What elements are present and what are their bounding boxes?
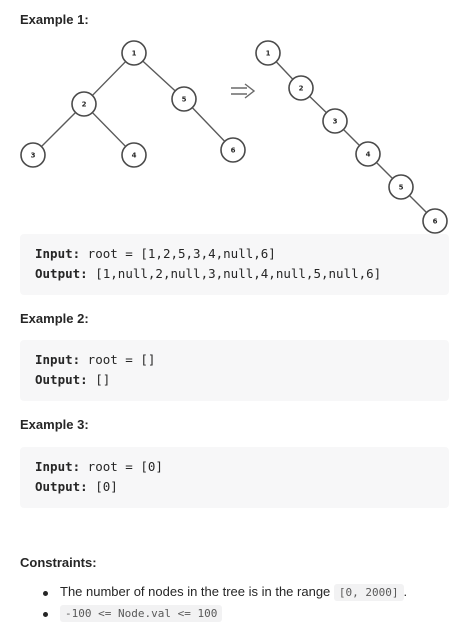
tree-after-edge [275,61,294,80]
tree-before-node-label: 6 [231,147,236,155]
tree-before-node-label: 3 [31,152,36,160]
output-label: Output: [35,372,88,387]
tree-before-node-label: 5 [182,96,187,104]
tree-after-node-label: 5 [399,184,404,192]
tree-after-node: 5 [388,174,414,200]
example-1-tree-figure: 1 2 5 3 4 6 1 2 3 4 5 6 [20,40,448,234]
tree-after-node: 4 [355,141,381,167]
tree-after-node-label: 3 [333,118,338,126]
tree-after-node-label: 4 [366,151,371,159]
tree-before-edge [40,111,77,148]
example-1-heading: Example 1: [20,12,89,27]
tree-after-node: 6 [422,208,448,234]
input-label: Input: [35,459,81,474]
tree-before-edge [91,61,127,96]
tree-after-node-label: 1 [266,50,271,58]
tree-before-node: 1 [121,40,147,66]
tree-before-node: 4 [121,142,147,168]
inline-code: -100 <= Node.val <= 100 [60,605,223,622]
output-value: [] [87,372,111,387]
tree-before-edge [91,112,127,147]
tree-after-node: 2 [288,75,314,101]
input-label: Input: [35,246,81,261]
output-value: [0] [87,479,118,494]
tree-after-node-label: 6 [433,218,438,226]
tree-after-node: 1 [255,40,281,66]
tree-before-node-label: 1 [132,50,137,58]
tree-after-node: 3 [322,108,348,134]
input-value: root = [] [80,352,156,367]
double-arrow-right-icon [231,83,256,99]
inline-code: [0, 2000] [333,584,404,601]
bullet [43,591,48,596]
output-label: Output: [35,266,88,281]
example-2-heading: Example 2: [20,311,89,326]
constraints-heading: Constraints: [20,555,97,570]
output-label: Output: [35,479,88,494]
tree-before-node-label: 2 [82,101,87,109]
input-value: root = [1,2,5,3,4,null,6] [80,246,276,261]
tree-after-edge [309,95,327,114]
example-3-heading: Example 3: [20,417,89,432]
tree-before-node: 5 [171,86,197,112]
tree-before-edge [142,60,176,92]
tree-after-edge [342,128,361,147]
tree-before-node: 3 [20,142,46,168]
output-value: [1,null,2,null,3,null,4,null,5,null,6] [87,266,382,281]
tree-before-node-label: 4 [132,152,137,160]
bullet [43,612,48,617]
example-1-code-block: Input: root = [1,2,5,3,4,null,6] Output:… [20,234,449,295]
example-3-code-block: Input: root = [0] Output: [0] [20,447,449,508]
tree-after-node-label: 2 [299,85,304,93]
tree-before-edge [191,107,226,142]
constraint-text: The number of nodes in the tree is in th… [60,584,334,599]
constraint-suffix: . [403,584,408,599]
tree-before-node: 6 [220,137,246,163]
input-label: Input: [35,352,81,367]
input-value: root = [0] [80,459,163,474]
example-2-code-block: Input: root = [] Output: [] [20,340,449,401]
tree-before-node: 2 [71,91,97,117]
tree-after-edge [408,194,428,214]
tree-after-edge [375,161,394,180]
